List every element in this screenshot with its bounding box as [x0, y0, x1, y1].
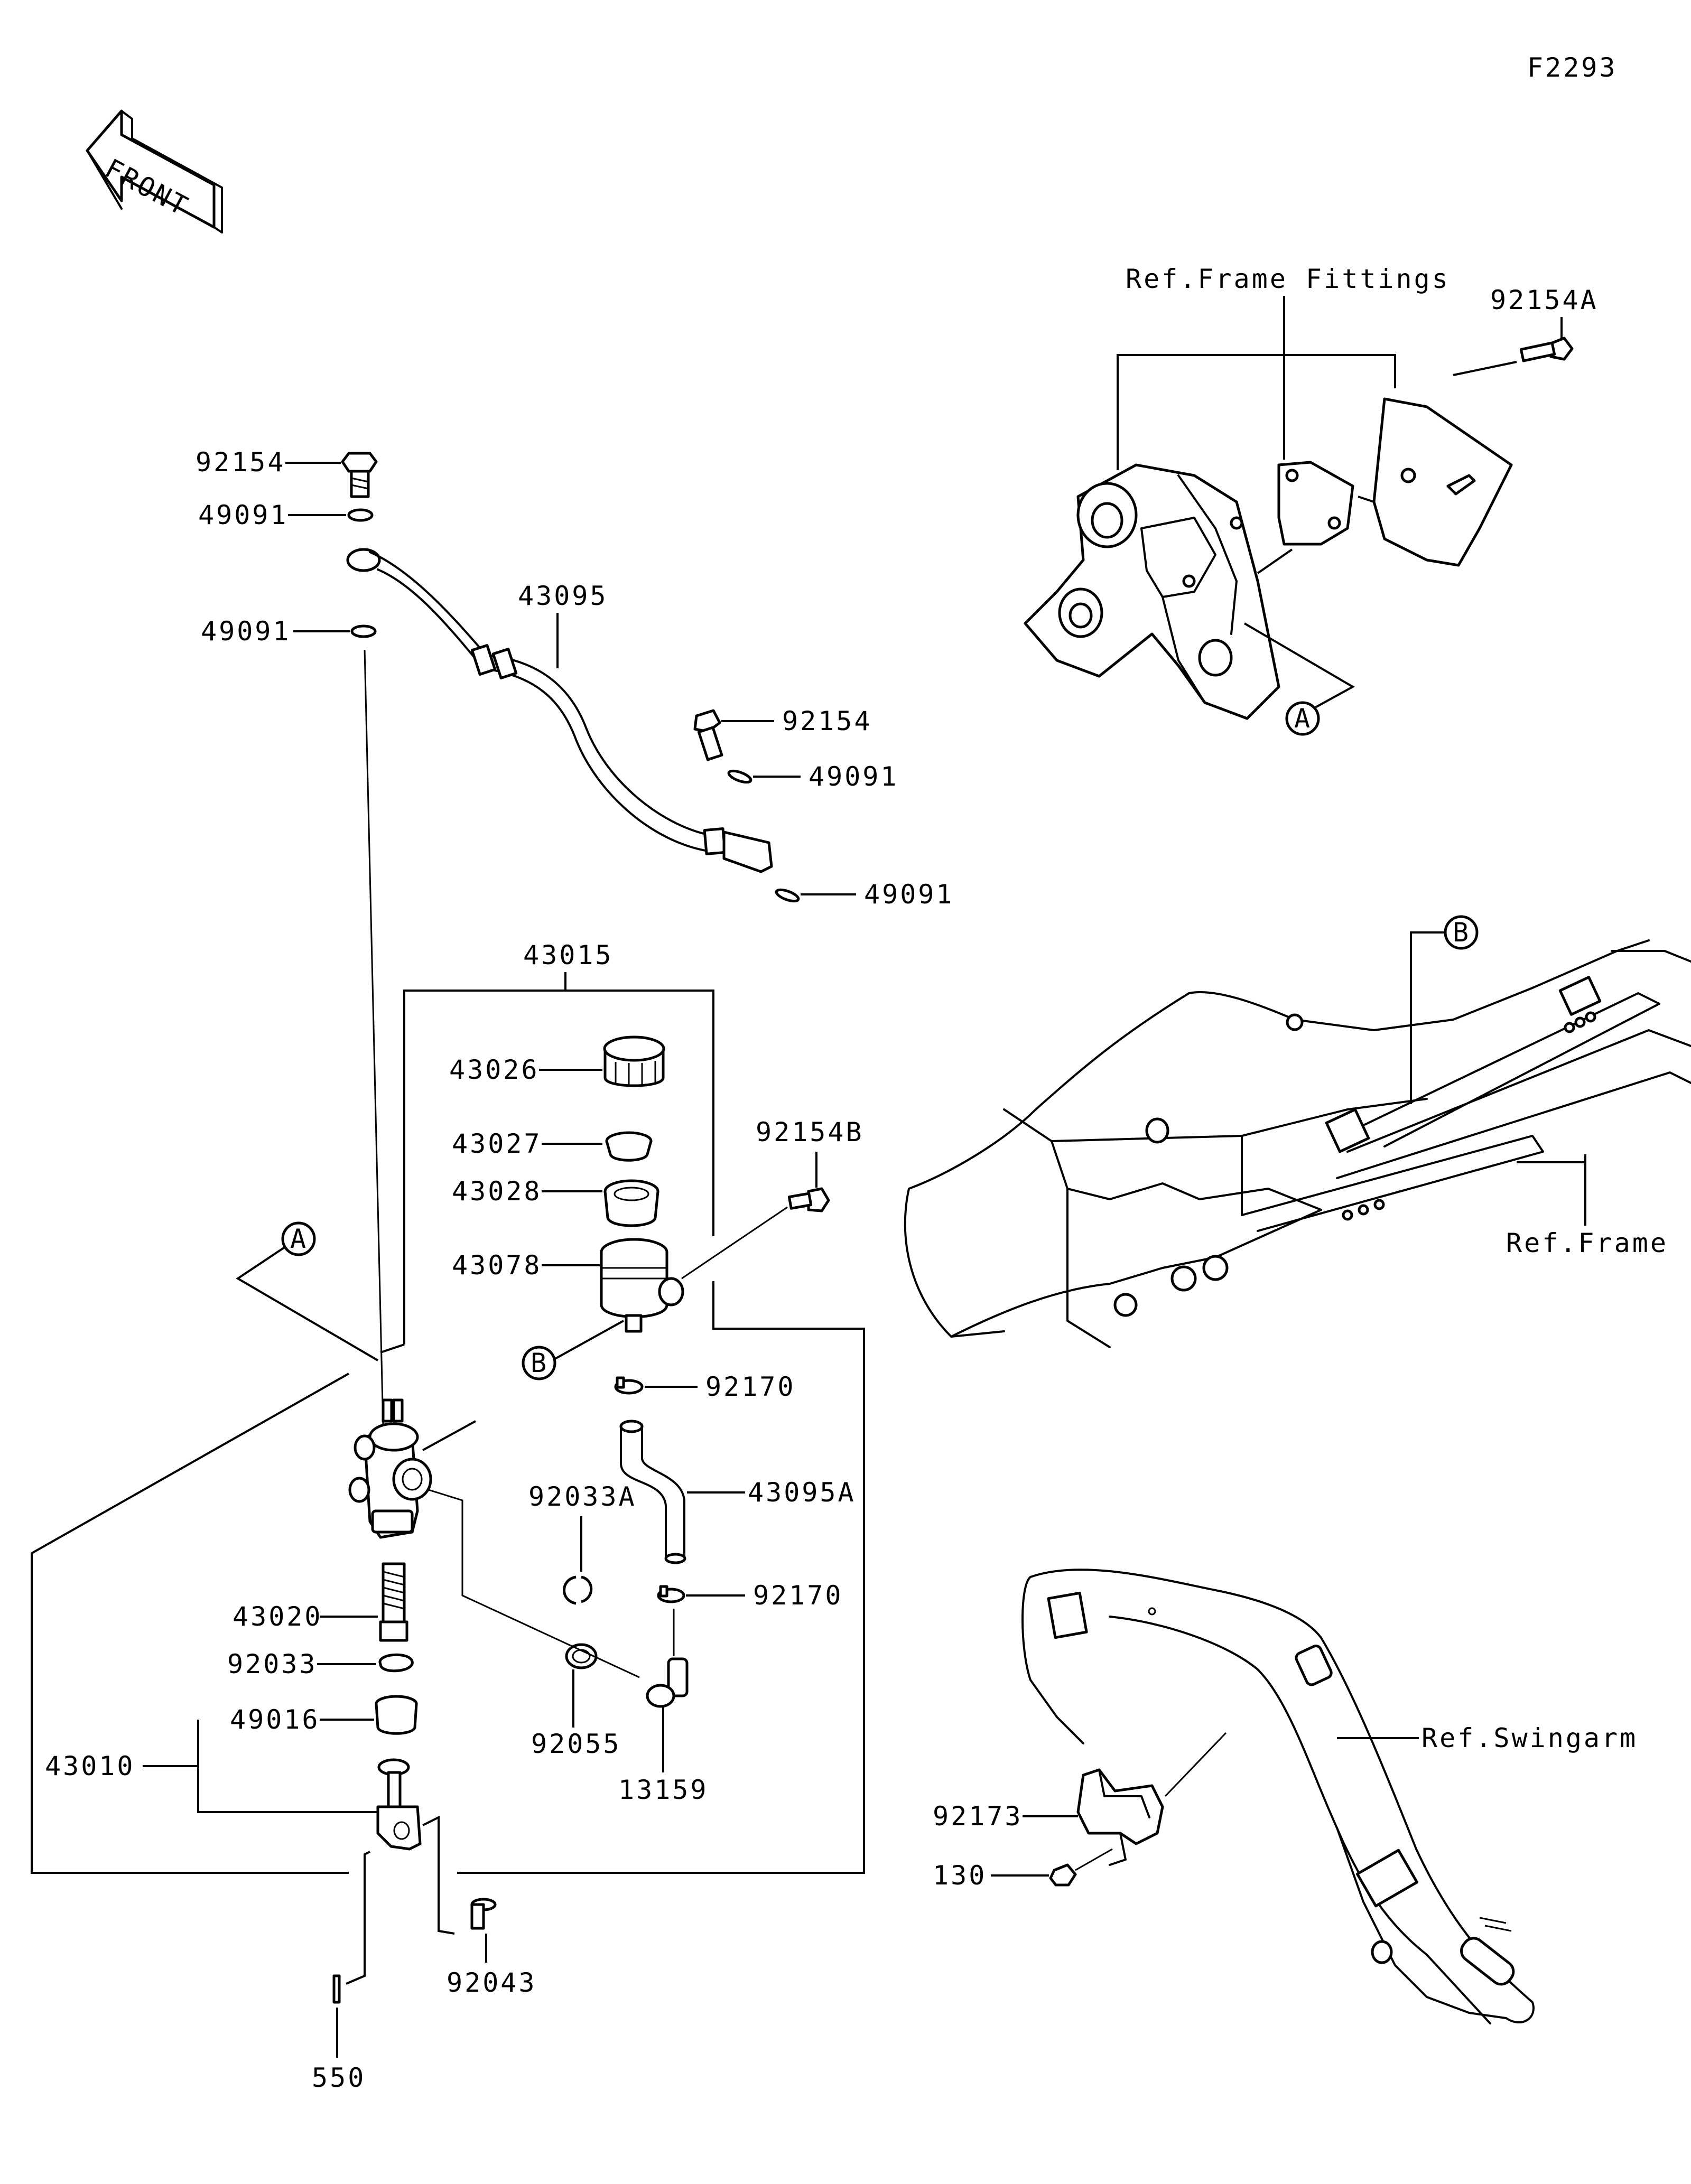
part-label-43015: 43015 [523, 940, 614, 970]
callout-a-left-label: A [290, 1224, 308, 1254]
part-label-49091-upper-a: 49091 [198, 500, 289, 530]
washer-icon [727, 769, 752, 784]
part-label-43095A: 43095A [748, 1477, 856, 1508]
bolt-icon [1519, 337, 1574, 362]
bolt-icon [787, 1187, 830, 1212]
pushrod-clevis-icon [376, 1758, 422, 1851]
heel-guard-plate-icon [1257, 461, 1354, 574]
o-ring-icon [565, 1643, 598, 1669]
washer-icon [775, 888, 800, 903]
part-label-49091-mid-a: 49091 [809, 761, 899, 792]
part-label-92170-a: 92170 [705, 1371, 796, 1402]
leader-92154B-dash [681, 1206, 788, 1280]
part-label-92154-mid: 92154 [782, 706, 872, 736]
circlip-icon [563, 1575, 593, 1605]
leader-92154A-dash [1453, 361, 1517, 376]
part-label-92154-top: 92154 [196, 447, 286, 478]
figure-code: F2293 [1527, 52, 1618, 83]
hose-clamp-icon [657, 1585, 685, 1603]
callout-b-left [522, 1346, 556, 1380]
part-label-92173: 92173 [933, 1801, 1023, 1832]
reservoir-icon [600, 1238, 684, 1333]
callout-a-leader-left [236, 1246, 379, 1361]
part-label-49091-upper-b: 49091 [201, 616, 291, 647]
part-label-92043: 92043 [447, 1967, 537, 1998]
diaphragm-icon [603, 1179, 659, 1227]
leader-130-dash [1075, 1848, 1113, 1871]
dust-boot-icon [375, 1695, 418, 1735]
part-label-49016: 49016 [230, 1704, 320, 1735]
reservoir-cap-icon [603, 1035, 665, 1087]
reservoir-hose-icon [619, 1420, 686, 1564]
flange-bolt-icon [1049, 1863, 1077, 1887]
clevis-pin-icon [470, 1898, 497, 1930]
leader-92173-dash [1164, 1732, 1227, 1797]
bracket-43010-outer-right [457, 1281, 865, 1874]
part-label-43026: 43026 [449, 1054, 540, 1085]
hose-clip-icon [1076, 1768, 1164, 1866]
leader-cotter [346, 1851, 370, 1985]
frame-icon [904, 939, 1691, 1348]
callout-a-left [281, 1221, 316, 1256]
master-cylinder-icon [348, 1398, 432, 1539]
ref-swingarm-label: Ref.Swingarm [1421, 1723, 1638, 1753]
brake-hose-icon [346, 548, 773, 873]
callout-a-top [1285, 701, 1320, 736]
cotter-pin-icon [332, 1974, 341, 2004]
hose-clamp-icon [614, 1376, 644, 1395]
banjo-bolt-icon [341, 452, 378, 498]
callout-b-leader-right [1410, 931, 1445, 1104]
part-label-13159: 13159 [618, 1775, 709, 1805]
part-label-92033: 92033 [227, 1649, 318, 1679]
bracket-43015-inner [380, 1343, 405, 1354]
part-label-49091-mid-b: 49091 [864, 879, 954, 910]
bracket-43010-outer [31, 1373, 349, 1874]
callout-a-leader-top [1243, 622, 1355, 717]
part-label-43010: 43010 [45, 1751, 135, 1781]
part-label-92154B: 92154B [756, 1117, 864, 1147]
part-label-130: 130 [933, 1860, 987, 1891]
washer-icon [347, 508, 374, 522]
part-label-92170-b: 92170 [753, 1580, 843, 1611]
swingarm-icon [1021, 1569, 1535, 2024]
callout-b-left-label: B [531, 1348, 549, 1378]
hose-joint-icon [646, 1657, 689, 1708]
part-label-550: 550 [312, 2062, 366, 2093]
part-label-43078: 43078 [452, 1250, 542, 1281]
callout-b-leader-left [552, 1320, 624, 1361]
spring-icon [379, 1562, 408, 1642]
heel-plate-icon [1358, 397, 1513, 567]
leader-clevis [422, 1815, 455, 1935]
hose-path-line [420, 1486, 640, 1678]
part-label-92033A: 92033A [528, 1481, 637, 1512]
callout-b-right-label: B [1453, 917, 1471, 948]
ref-frame-label: Ref.Frame [1506, 1228, 1668, 1258]
bracket-43010 [197, 1720, 386, 1813]
part-label-43028: 43028 [452, 1176, 542, 1207]
part-label-43027: 43027 [452, 1128, 542, 1159]
ref-frame-fittings-label: Ref.Frame Fittings [1126, 264, 1450, 294]
callout-a-leader-left [422, 1420, 476, 1451]
callout-a-top-label: A [1294, 703, 1312, 734]
ref-frame-fittings-bracket [1117, 354, 1396, 470]
diaphragm-plate-icon [605, 1131, 653, 1162]
circlip-icon [378, 1653, 414, 1673]
washer-icon [350, 624, 377, 638]
bracket-43015 [403, 990, 714, 1345]
footpeg-bracket-icon [1024, 463, 1280, 720]
assembly-centerline [364, 649, 384, 1427]
banjo-bolt-icon [693, 709, 723, 761]
front-arrow-icon: FRONT [86, 109, 223, 234]
part-label-92154A: 92154A [1490, 285, 1599, 315]
part-label-92055: 92055 [531, 1729, 621, 1759]
part-label-43020: 43020 [233, 1601, 323, 1632]
part-label-43095: 43095 [518, 581, 608, 611]
